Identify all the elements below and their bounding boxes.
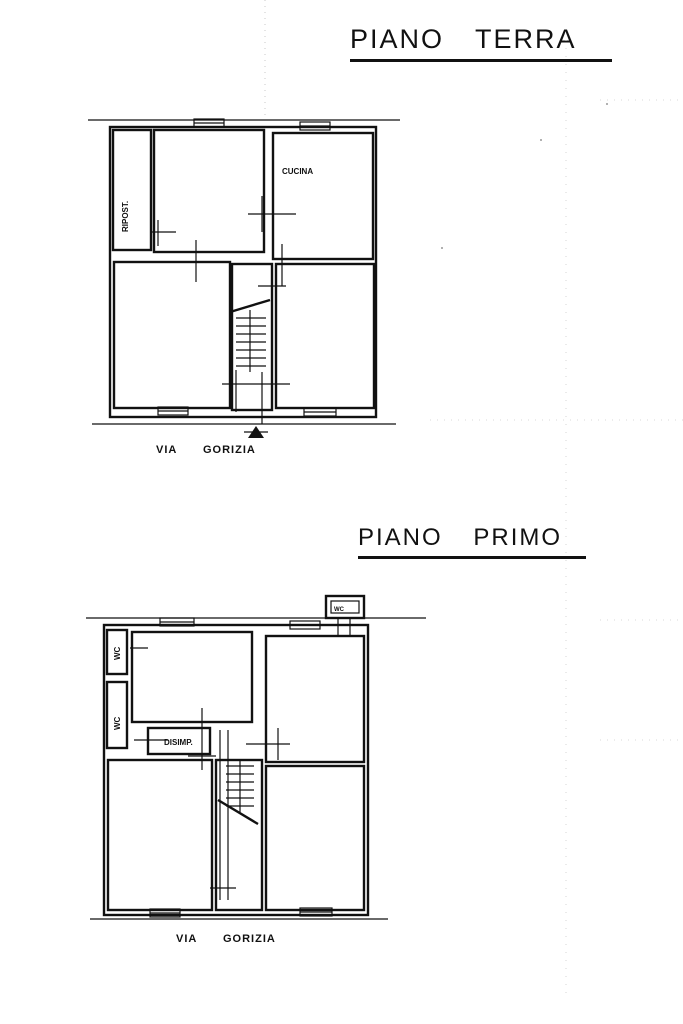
ground-floor-plan: RIPOST. CUCINA: [88, 118, 400, 438]
first-floor-stairs: [217, 760, 259, 826]
ground-floor-street-label: VIA GORIZIA: [156, 444, 256, 456]
wc-bottom-label: WC: [113, 716, 122, 730]
wc-top-label: WC: [113, 646, 122, 660]
storage-room-label: RIPOST.: [121, 201, 130, 232]
terrace-wc-label: WC: [334, 607, 345, 613]
first-floor-street-label: VIA GORIZIA: [176, 933, 276, 945]
first-floor-title: PIANO PRIMO: [358, 524, 586, 559]
ground-floor-stairs: [229, 298, 271, 372]
disimpegno-label: DISIMP.: [164, 738, 193, 747]
kitchen-label: CUCINA: [282, 167, 313, 176]
scan-noise: [264, 0, 683, 1000]
first-floor-plan: WC: [86, 594, 426, 920]
ground-floor-title: PIANO TERRA: [350, 24, 612, 62]
